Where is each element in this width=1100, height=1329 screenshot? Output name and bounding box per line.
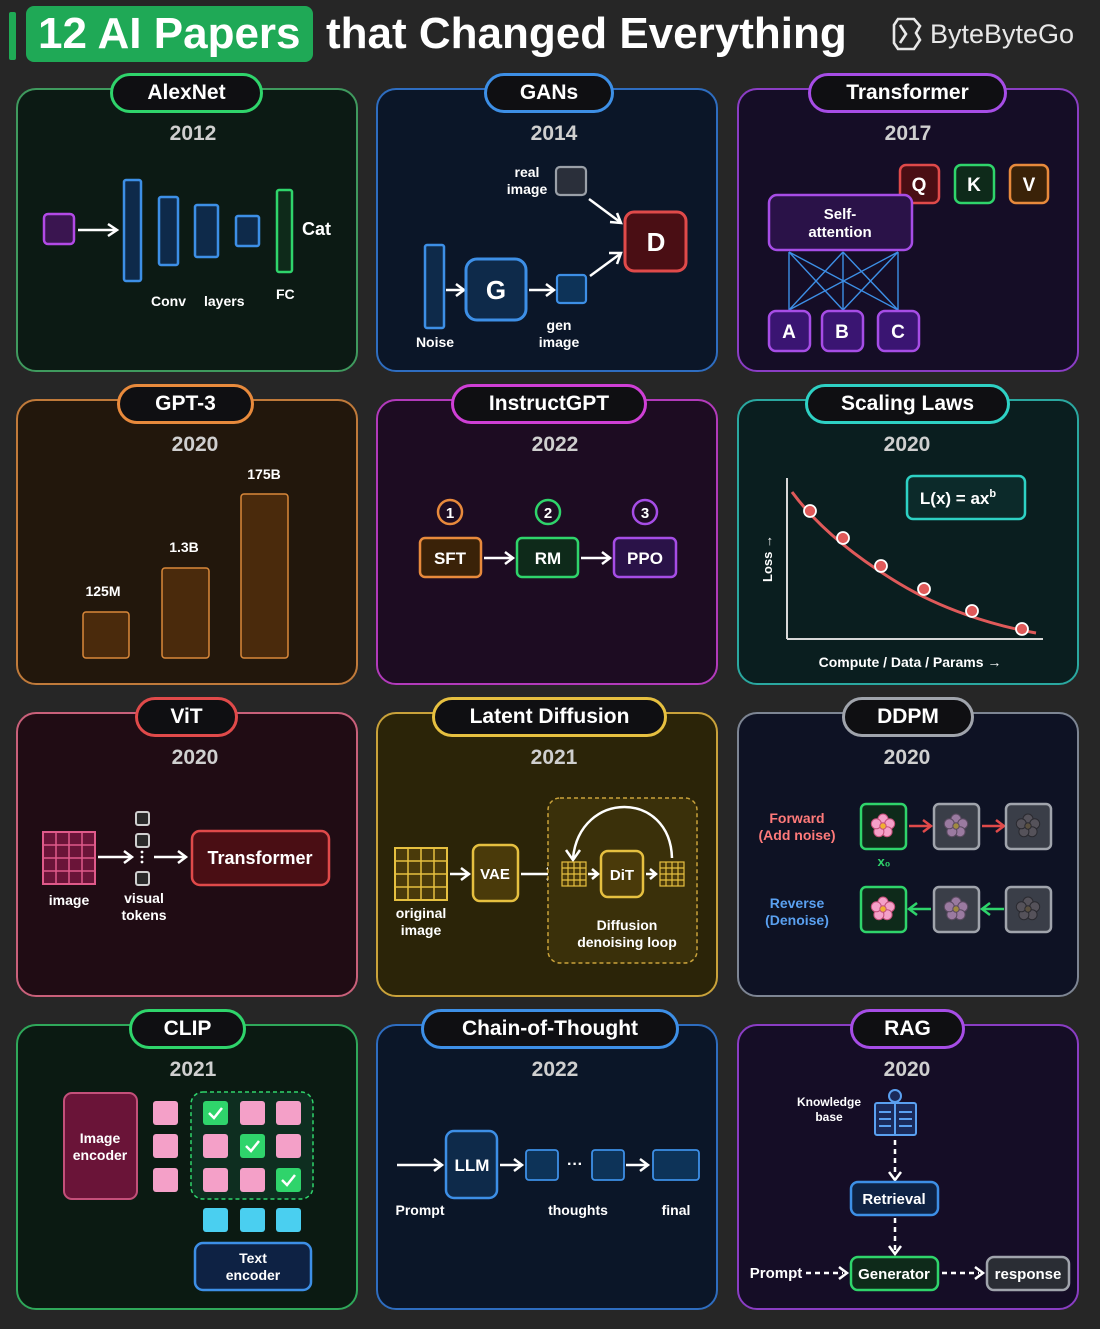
title-instructgpt: InstructGPT	[451, 384, 647, 424]
page-title: that Changed Everything	[326, 9, 847, 58]
year-latent-diffusion: 2021	[530, 746, 578, 769]
year-gans: 2014	[530, 122, 578, 145]
bytebytego-logo-icon	[892, 17, 922, 51]
year-ddpm: 2020	[883, 746, 931, 769]
header: 12 AI Papers that Changed Everything Byt…	[0, 0, 1100, 70]
title-transformer: Transformer	[808, 73, 1007, 113]
title-gans: GANs	[484, 73, 614, 113]
title-gpt3: GPT-3	[117, 384, 254, 424]
title-chain-of-thought: Chain-of-Thought	[421, 1009, 679, 1049]
title-ddpm: DDPM	[842, 697, 974, 737]
year-clip: 2021	[169, 1058, 217, 1081]
title-scaling-laws: Scaling Laws	[805, 384, 1010, 424]
brand-name: ByteByteGo	[930, 18, 1075, 49]
year-chain-of-thought: 2022	[531, 1058, 579, 1081]
title-rag: RAG	[850, 1009, 965, 1049]
title-alexnet: AlexNet	[110, 73, 263, 113]
year-instructgpt: 2022	[531, 433, 579, 456]
year-vit: 2020	[171, 746, 219, 769]
panel-ddpm	[737, 712, 1079, 997]
brand-logo: ByteByteGo	[892, 14, 1074, 54]
year-transformer: 2017	[884, 122, 932, 145]
title-clip: CLIP	[129, 1009, 246, 1049]
title-highlight: 12 AI Papers	[26, 6, 313, 62]
year-rag: 2020	[883, 1058, 931, 1081]
year-gpt3: 2020	[171, 433, 219, 456]
year-alexnet: 2012	[169, 122, 217, 145]
title-latent-diffusion: Latent Diffusion	[432, 697, 667, 737]
year-scaling-laws: 2020	[883, 433, 931, 456]
title-accent-bar	[9, 12, 16, 60]
title-vit: ViT	[135, 697, 238, 737]
